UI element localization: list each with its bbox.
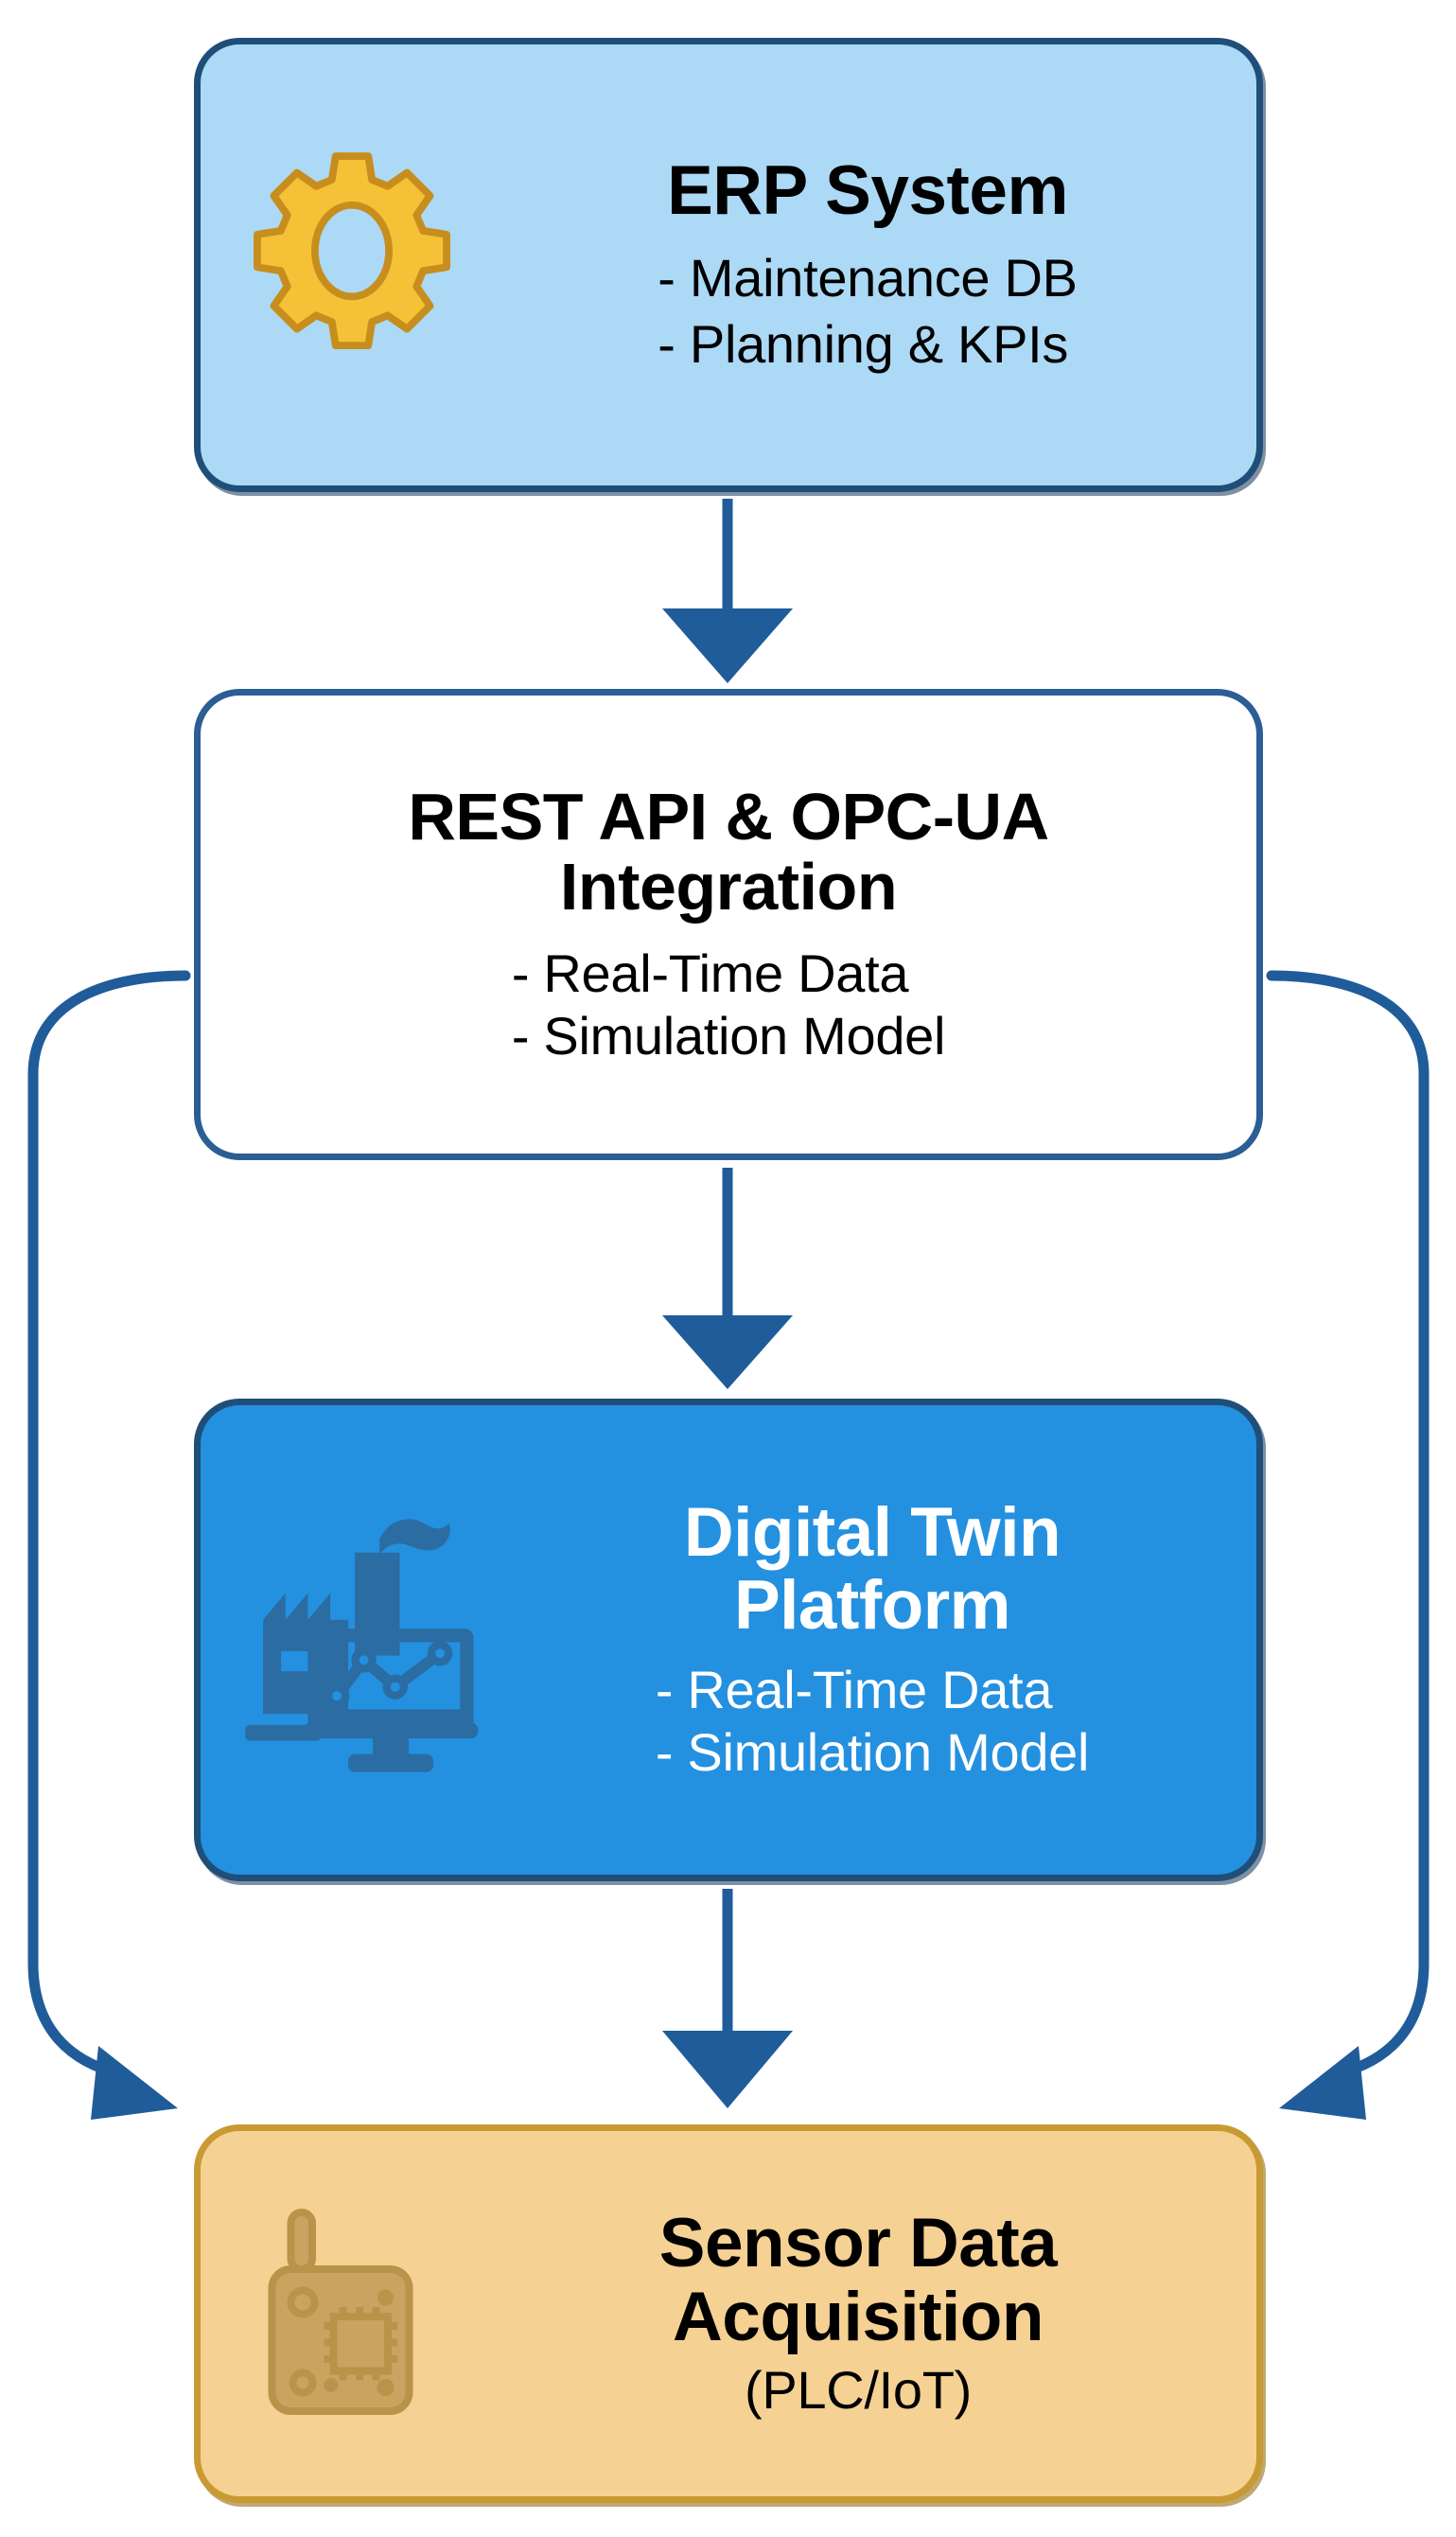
gear-icon-slot — [201, 147, 503, 383]
twin-bullet-2: - Simulation Model — [655, 1722, 1090, 1783]
erp-bullet-2: - Planning & KPIs — [658, 313, 1069, 374]
gear-icon — [254, 152, 450, 350]
sensor-board-icon-slot — [201, 2203, 484, 2425]
connector-api-to-twin — [662, 1168, 793, 1389]
node-rest-api-integration[interactable]: REST API & OPC-UA Integration - Real-Tim… — [194, 689, 1263, 1160]
api-bullet-list: - Real-Time Data - Simulation Model — [511, 943, 946, 1067]
factory-monitor-icon — [244, 1519, 478, 1772]
api-text-block: REST API & OPC-UA Integration - Real-Tim… — [201, 782, 1256, 1068]
twin-text-block: Digital Twin Platform - Real-Time Data -… — [513, 1493, 1256, 1785]
erp-title: ERP System — [667, 152, 1068, 230]
sensor-note: (PLC/IoT) — [744, 2359, 972, 2420]
connector-erp-to-api — [662, 499, 793, 683]
erp-bullet-list: - Maintenance DB - Planning & KPIs — [658, 243, 1078, 376]
api-bullet-2: - Simulation Model — [511, 1006, 946, 1066]
factory-monitor-icon-slot — [201, 1503, 513, 1777]
connector-twin-to-sensor — [662, 1889, 793, 2108]
twin-title: Digital Twin Platform — [683, 1493, 1061, 1644]
erp-bullet-1: - Maintenance DB — [658, 247, 1078, 308]
node-sensor-data-acquisition[interactable]: Sensor Data Acquisition (PLC/IoT) — [194, 2124, 1263, 2503]
connector-api-left-to-sensor — [27, 970, 191, 2120]
node-erp-system[interactable]: ERP System - Maintenance DB - Planning &… — [194, 38, 1263, 492]
twin-bullet-list: - Real-Time Data - Simulation Model — [655, 1659, 1090, 1784]
api-bullet-1: - Real-Time Data — [511, 943, 909, 1004]
sensor-board-icon — [268, 2208, 412, 2415]
connector-api-right-to-sensor — [1266, 970, 1430, 2120]
sensor-title: Sensor Data Acquisition — [658, 2205, 1058, 2355]
twin-bullet-1: - Real-Time Data — [655, 1660, 1053, 1720]
erp-text-block: ERP System - Maintenance DB - Planning &… — [503, 154, 1256, 376]
node-digital-twin-platform[interactable]: Digital Twin Platform - Real-Time Data -… — [194, 1399, 1263, 1881]
sensor-text-block: Sensor Data Acquisition (PLC/IoT) — [484, 2207, 1256, 2421]
api-title: REST API & OPC-UA Integration — [408, 779, 1049, 924]
